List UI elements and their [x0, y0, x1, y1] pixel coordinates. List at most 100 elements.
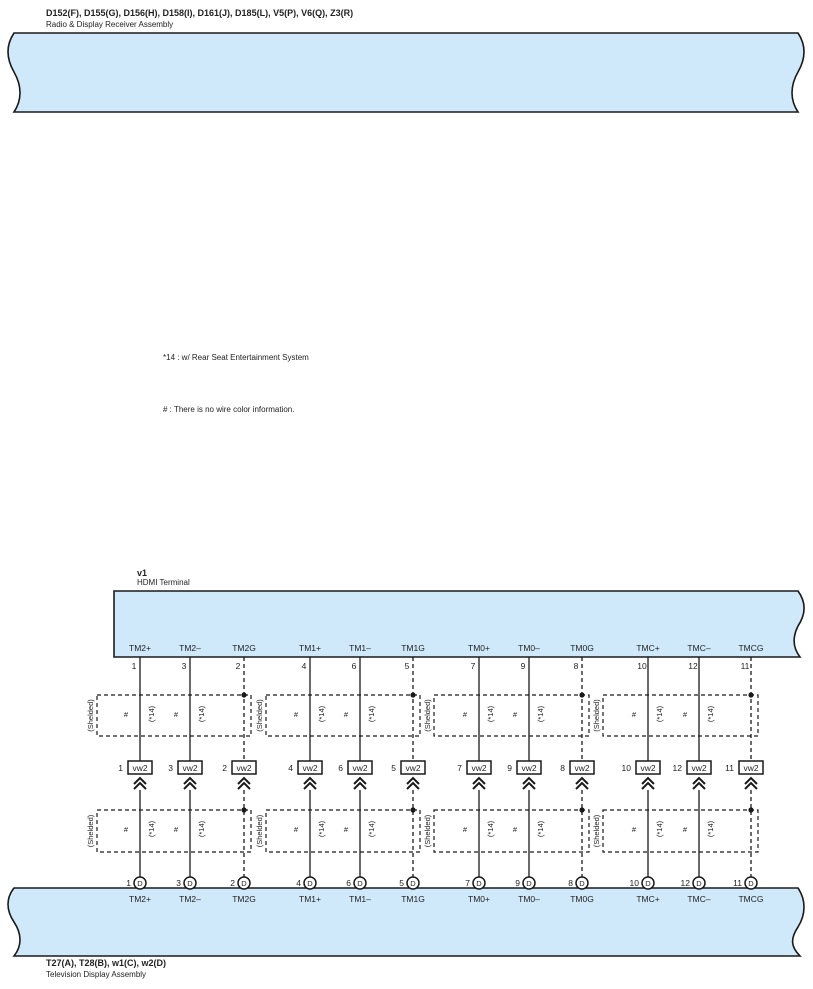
no-color-mark: #: [513, 825, 518, 834]
bottom-terminal-circle: [575, 876, 589, 890]
hdmi-pin-label: TM2G: [232, 643, 256, 653]
star14-mark: (*14): [486, 820, 495, 837]
bottom-connector-letter: D: [410, 879, 416, 888]
double-chevron-icon: [353, 776, 367, 790]
hdmi-pin-label: TM0G: [570, 643, 594, 653]
no-color-mark: #: [124, 710, 129, 719]
bottom-pin-number: 5: [399, 878, 404, 888]
hdmi-pin-label: TM1G: [401, 643, 425, 653]
star14-mark: (*14): [317, 820, 326, 837]
connector-pin-number: 8: [560, 763, 565, 773]
bottom-terminal-circle: [353, 876, 367, 890]
double-chevron-icon: [133, 776, 147, 790]
bottom-connector-letter: D: [476, 879, 482, 888]
bottom-connector-letter: D: [696, 879, 702, 888]
bottom-connector-letter: D: [307, 879, 313, 888]
no-color-mark: #: [344, 825, 349, 834]
bottom-pin-label: TMCG: [738, 894, 763, 904]
shield-box: [96, 809, 252, 853]
bottom-connector-letter: D: [526, 879, 532, 888]
bottom-terminal-circle: [237, 876, 251, 890]
no-color-mark: #: [294, 825, 299, 834]
bottom-terminal-circle: [406, 876, 420, 890]
bottom-pin-number: 10: [630, 878, 640, 888]
no-color-mark: #: [683, 825, 688, 834]
double-chevron-icon: [575, 776, 589, 790]
connector-pin-number: 3: [168, 763, 173, 773]
bottom-terminal-circle: [641, 876, 655, 890]
no-color-mark: #: [294, 710, 299, 719]
double-chevron-icon: [692, 776, 706, 790]
bottom-connector-letter: D: [187, 879, 193, 888]
connector-pin-number: 10: [622, 763, 632, 773]
shield-junction-dot: [748, 692, 754, 698]
hdmi-pin-label: TM1+: [299, 643, 321, 653]
bottom-terminal-circle: [133, 876, 147, 890]
shielded-label: (Shelded): [86, 814, 95, 847]
connector-vw2-box: [635, 760, 661, 775]
shielded-label: (Shelded): [255, 814, 264, 847]
hdmi-pin-number: 5: [405, 661, 410, 671]
star14-mark: (*14): [147, 705, 156, 722]
bottom-pin-number: 7: [465, 878, 470, 888]
hdmi-pin-number: 8: [574, 661, 579, 671]
connector-vw2-box: [177, 760, 203, 775]
star14-mark: (*14): [706, 705, 715, 722]
bottom-pin-label: TM1–: [349, 894, 371, 904]
hdmi-pin-number: 7: [471, 661, 476, 671]
bottom-pin-label: TM2G: [232, 894, 256, 904]
shielded-label: (Shelded): [423, 699, 432, 732]
bottom-terminal-circle: [303, 876, 317, 890]
hdmi-pin-label: TMC–: [687, 643, 710, 653]
star14-mark: (*14): [197, 705, 206, 722]
hdmi-pin-number: 4: [302, 661, 307, 671]
bottom-pin-label: TMC–: [687, 894, 710, 904]
bottom-terminal-circle: [744, 876, 758, 890]
connector-vw2-label: vw2: [743, 763, 758, 773]
hdmi-pin-number: 12: [688, 661, 698, 671]
shield-junction-dot: [241, 807, 247, 813]
shielded-label: (Shelded): [592, 814, 601, 847]
shielded-label: (Shelded): [255, 699, 264, 732]
no-color-mark: #: [513, 710, 518, 719]
hdmi-terminal-code: v1: [137, 568, 147, 578]
connector-vw2-label: vw2: [352, 763, 367, 773]
no-color-mark: #: [632, 825, 637, 834]
bottom-connector-letter: D: [241, 879, 247, 888]
bottom-connector-letter: D: [357, 879, 363, 888]
bottom-pin-number: 12: [681, 878, 691, 888]
hdmi-pin-number: 11: [741, 661, 750, 671]
star14-mark: (*14): [147, 820, 156, 837]
no-color-mark: #: [344, 710, 349, 719]
bottom-pin-label: TM1+: [299, 894, 321, 904]
hdmi-pin-number: 9: [521, 661, 526, 671]
star14-mark: (*14): [197, 820, 206, 837]
hdmi-pin-label: TMC+: [636, 643, 659, 653]
shield-junction-dot: [748, 807, 754, 813]
connector-pin-number: 6: [338, 763, 343, 773]
star14-mark: (*14): [367, 820, 376, 837]
bottom-connector-letter: D: [748, 879, 754, 888]
bottom-pin-label: TM2+: [129, 894, 151, 904]
bottom-pin-label: TM2–: [179, 894, 201, 904]
double-chevron-icon: [472, 776, 486, 790]
bottom-pin-number: 2: [230, 878, 235, 888]
shield-junction-dot: [579, 807, 585, 813]
connector-vw2-label: vw2: [521, 763, 536, 773]
connector-vw2-box: [516, 760, 542, 775]
bottom-pin-label: TMC+: [636, 894, 659, 904]
bottom-terminal-circle: [522, 876, 536, 890]
no-color-mark: #: [463, 825, 468, 834]
connector-vw2-label: vw2: [574, 763, 589, 773]
bottom-connector-letter: D: [645, 879, 651, 888]
connector-vw2-box: [686, 760, 712, 775]
connector-pin-number: 9: [507, 763, 512, 773]
bottom-pin-number: 9: [515, 878, 520, 888]
no-color-mark: #: [463, 710, 468, 719]
bottom-pin-label: TM1G: [401, 894, 425, 904]
bottom-component-name: Television Display Assembly: [46, 970, 146, 979]
bottom-pin-label: TM0G: [570, 894, 594, 904]
star14-mark: (*14): [706, 820, 715, 837]
hdmi-pin-number: 10: [637, 661, 647, 671]
bottom-pin-number: 11: [733, 878, 742, 888]
